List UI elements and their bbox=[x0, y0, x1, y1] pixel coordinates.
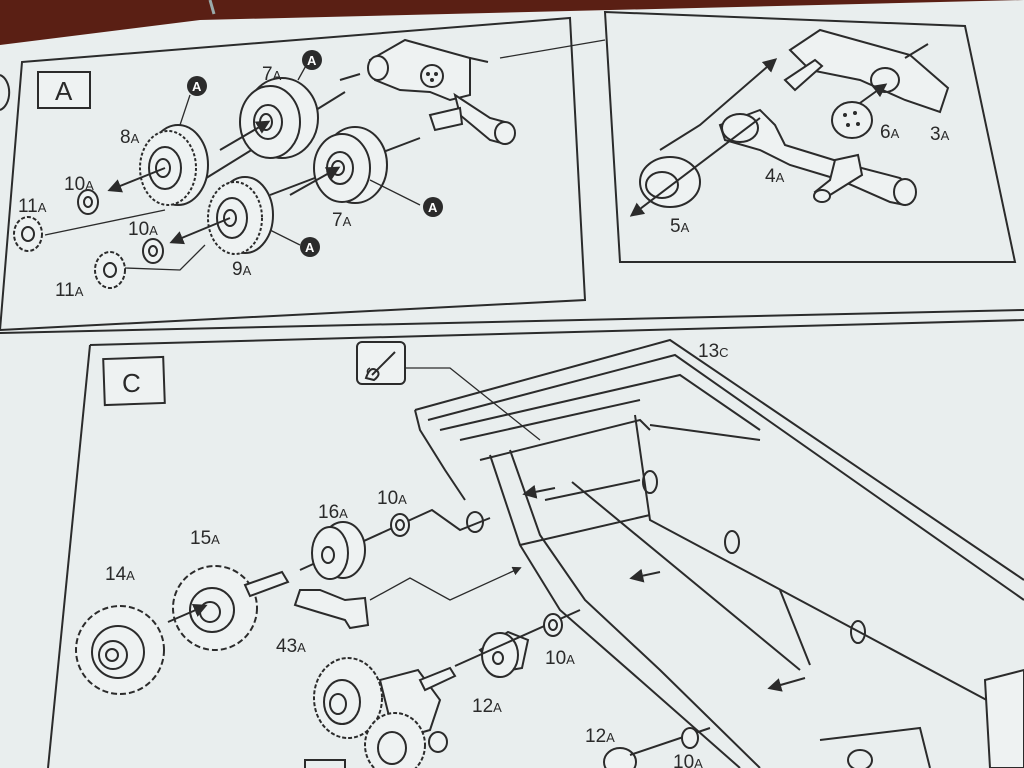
part-label-8a: 8A bbox=[120, 127, 140, 148]
part-label-10a-top: 10A bbox=[64, 174, 94, 195]
part-label-9a: 9A bbox=[232, 259, 252, 280]
section-divider bbox=[0, 309, 1024, 334]
part-6a-drawing bbox=[831, 101, 873, 139]
road-wheel-9a bbox=[207, 176, 274, 255]
part-label-11a-bottom: 11A bbox=[55, 280, 84, 301]
hub-cap-11a-bottom bbox=[94, 251, 126, 289]
return-roller-12a-lower bbox=[603, 727, 711, 768]
return-roller-12a-upper bbox=[478, 630, 530, 678]
glue-brush-icon bbox=[356, 341, 406, 385]
sprocket-15a bbox=[172, 565, 290, 651]
sprocket-14a bbox=[75, 605, 165, 695]
step-a-label-box bbox=[37, 71, 91, 109]
arm-4a-drawing bbox=[718, 58, 917, 207]
svg-text:A: A bbox=[307, 53, 317, 68]
road-wheel-8a bbox=[139, 124, 209, 206]
marker-a-1: A bbox=[187, 76, 207, 96]
part-label-15a: 15A bbox=[190, 528, 220, 549]
part-label-7a-bottom: 7A bbox=[332, 210, 352, 231]
part-label-3a: 3A bbox=[930, 124, 950, 145]
step-a-label: A bbox=[55, 76, 73, 106]
step-c-panel: C bbox=[47, 319, 1024, 768]
part-label-13c: 13C bbox=[698, 341, 729, 362]
part-label-10a-upper: 10A bbox=[377, 488, 407, 509]
marker-a-4: A bbox=[300, 237, 320, 257]
svg-text:A: A bbox=[305, 240, 315, 255]
part-label-10a-bottom: 10A bbox=[128, 219, 158, 240]
hub-cap-11a-top bbox=[13, 216, 43, 252]
step-a-panel: A bbox=[0, 16, 587, 332]
washer-10a-upper bbox=[390, 513, 410, 537]
step-c-label: C bbox=[122, 368, 141, 398]
part-label-12a-lower: 12A bbox=[585, 726, 615, 747]
part-label-12a-upper: 12A bbox=[472, 696, 502, 717]
cap-5a-drawing bbox=[639, 156, 701, 208]
part-label-43a: 43A bbox=[276, 636, 306, 657]
washer-10a-bottom bbox=[142, 238, 164, 264]
hull-bracket-drawing bbox=[339, 38, 516, 146]
part-label-4a: 4A bbox=[765, 166, 785, 187]
svg-text:A: A bbox=[428, 200, 438, 215]
part-label-14a: 14A bbox=[105, 564, 135, 585]
page-edge-circle bbox=[0, 74, 11, 111]
road-wheel-pair bbox=[313, 657, 457, 768]
part-label-7a-top: 7A bbox=[262, 64, 282, 85]
marker-a-2: A bbox=[302, 50, 322, 70]
part-label-10a-lower: 10A bbox=[545, 648, 575, 669]
part-label-10a-bottom: 10A bbox=[673, 752, 703, 768]
part-43a-drawing bbox=[293, 589, 370, 630]
part-label-6a: 6A bbox=[880, 122, 900, 143]
step-c-label-box bbox=[102, 355, 166, 407]
road-wheel-7a-bottom bbox=[313, 126, 388, 204]
svg-text:A: A bbox=[192, 79, 202, 94]
detail-panel: 6A 3A 4A 5A bbox=[603, 10, 1017, 263]
washer-10a-top bbox=[77, 189, 99, 215]
washer-10a-lower bbox=[543, 613, 563, 637]
marker-a-3: A bbox=[423, 197, 443, 217]
part-label-5a: 5A bbox=[670, 216, 690, 237]
hull-13c-drawing bbox=[414, 338, 1024, 768]
part-label-16a: 16A bbox=[318, 502, 348, 523]
idler-hub-16a bbox=[311, 521, 366, 580]
part-label-11a-top: 11A bbox=[18, 196, 47, 217]
